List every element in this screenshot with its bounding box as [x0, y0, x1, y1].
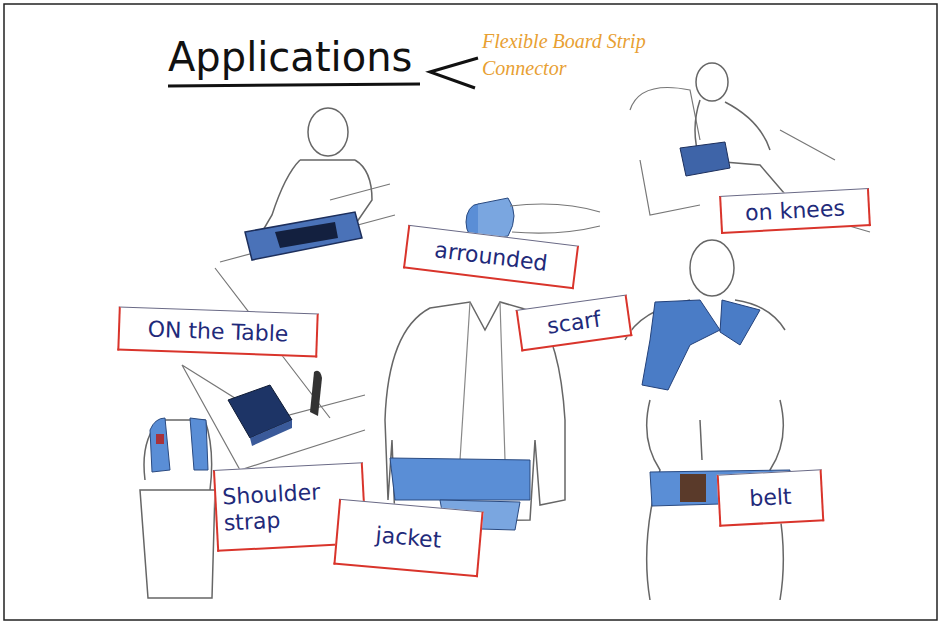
table-sketch [215, 184, 395, 418]
jacket-lapel [460, 302, 505, 460]
strap-sketch [150, 418, 208, 472]
label-text: arrounded [433, 237, 549, 276]
table-sketch [182, 365, 365, 470]
device-sketch [680, 142, 730, 176]
label-text: on knees [745, 195, 846, 225]
arm-sketch [510, 204, 600, 233]
strap-clip [156, 434, 164, 444]
box-side [250, 420, 292, 446]
label-text: ON the Table [147, 316, 289, 346]
label-box: ON the Table [117, 307, 318, 358]
bracket [430, 58, 478, 88]
subtitle-note: Flexible Board Strip Connector [482, 28, 672, 82]
label-text: jacket [375, 522, 443, 553]
label-box: arrounded [403, 225, 579, 290]
label-box: scarf [516, 294, 633, 351]
device-screen [275, 222, 338, 248]
head-sketch [308, 108, 348, 156]
label-box: on knees [719, 188, 871, 234]
head-sketch [690, 240, 734, 296]
title: Applications [168, 34, 412, 80]
title-underline [168, 84, 420, 86]
label-text: belt [749, 484, 793, 511]
head-sketch [696, 63, 728, 101]
couch-sketch [630, 88, 870, 233]
band-sketch [390, 458, 530, 500]
device-sketch [245, 212, 362, 260]
frame [4, 4, 937, 620]
label-text: scarf [546, 306, 603, 339]
label-box: jacket [333, 499, 483, 577]
scarf-sketch [642, 300, 760, 390]
belt-buckle [680, 474, 706, 502]
label-box: belt [717, 469, 825, 526]
pen-sketch [310, 371, 322, 416]
